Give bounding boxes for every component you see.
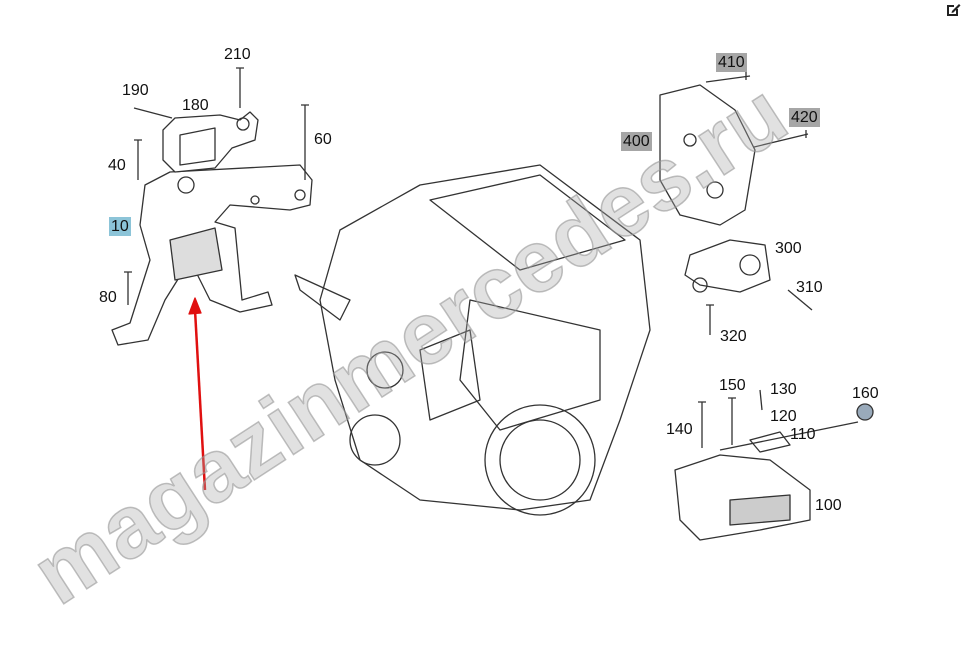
callout-80[interactable]: 80 [99,289,117,306]
callout-60[interactable]: 60 [314,131,332,148]
callout-190[interactable]: 190 [122,82,149,99]
callout-100[interactable]: 100 [815,497,842,514]
callout-150[interactable]: 150 [719,377,746,394]
callout-130[interactable]: 130 [770,381,797,398]
callout-400[interactable]: 400 [621,132,652,151]
callout-180[interactable]: 180 [182,97,209,114]
engine [294,164,651,516]
callout-420[interactable]: 420 [789,108,820,127]
callout-10[interactable]: 10 [109,217,131,236]
callout-310[interactable]: 310 [796,279,823,296]
bolts [124,67,874,448]
red-arrow [188,297,207,491]
callout-140[interactable]: 140 [666,421,693,438]
transmission-mount-bracket [111,164,313,346]
callout-120[interactable]: 120 [770,408,797,425]
callout-40[interactable]: 40 [108,157,126,174]
callout-210[interactable]: 210 [224,46,251,63]
engine-bracket-400 [659,84,756,226]
callout-160[interactable]: 160 [852,385,879,402]
callout-410[interactable]: 410 [716,53,747,72]
edit-icon[interactable] [945,2,961,18]
callout-320[interactable]: 320 [720,328,747,345]
transmission-mount-100 [674,421,859,541]
engine-mount-300 [684,239,771,293]
engine-mount-180 [162,111,259,173]
callout-300[interactable]: 300 [775,240,802,257]
callout-110[interactable]: 110 [790,426,816,443]
